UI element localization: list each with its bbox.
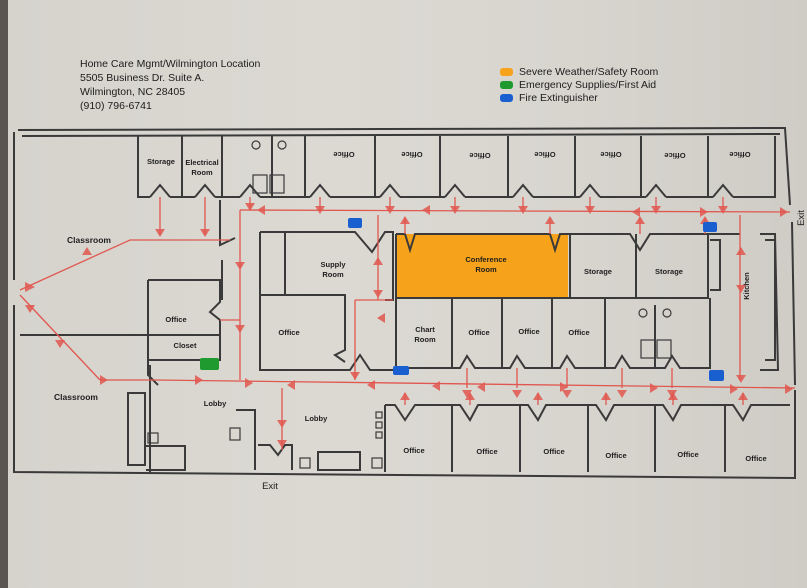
room-conference: Conference Room xyxy=(465,255,507,274)
legend-label: Fire Extinguisher xyxy=(519,91,598,104)
room-kitchen: Kitchen xyxy=(742,272,751,300)
address-line-2: Wilmington, NC 28405 xyxy=(80,86,186,98)
room-office-top-6: Office xyxy=(664,151,686,160)
legend-item-safety-room: Severe Weather/Safety Room xyxy=(500,65,658,78)
restroom-fixtures xyxy=(147,140,672,469)
legend-item-first-aid: Emergency Supplies/First Aid xyxy=(500,78,658,91)
room-office-bot-6: Office xyxy=(745,454,767,463)
room-office-left: Office xyxy=(165,315,187,324)
walls xyxy=(13,126,796,480)
legend-label: Emergency Supplies/First Aid xyxy=(519,78,657,91)
conference-room-safety-fill xyxy=(396,234,568,298)
fire-extinguisher-icon xyxy=(709,370,724,381)
orange-swatch-icon xyxy=(500,67,513,76)
fire-extinguisher-icon xyxy=(703,222,717,232)
green-swatch-icon xyxy=(500,80,513,89)
fire-extinguisher-icon xyxy=(393,366,409,375)
room-office-bot-5: Office xyxy=(677,450,699,459)
exit-label-right: Exit xyxy=(796,210,807,226)
room-office-top-5: Office xyxy=(600,150,622,159)
room-office-top-2: Office xyxy=(401,150,423,159)
room-classroom-1: Classroom xyxy=(67,235,111,245)
room-office-bot-4: Office xyxy=(605,451,627,460)
room-office-bot-2: Office xyxy=(476,447,498,456)
location-title: Home Care Mgmt/Wilmington Location xyxy=(80,58,261,70)
safety-markers xyxy=(200,218,724,381)
room-electrical: Electrical Room xyxy=(185,158,219,177)
location-header: Home Care Mgmt/Wilmington Location 5505 … xyxy=(80,57,260,113)
legend-label: Severe Weather/Safety Room xyxy=(519,65,659,78)
room-office-mid-1: Office xyxy=(468,328,490,337)
room-office-bot-3: Office xyxy=(543,447,565,456)
room-supply: Supply Room xyxy=(320,260,346,279)
room-storage-mid-2: Storage xyxy=(655,267,683,276)
room-office-top-7: Office xyxy=(729,150,751,159)
room-office-top-1: Office xyxy=(333,150,355,159)
phone-number: (910) 796-6741 xyxy=(80,100,152,112)
room-office-bot-1: Office xyxy=(403,446,425,455)
map-legend: Severe Weather/Safety Room Emergency Sup… xyxy=(500,65,658,104)
exit-label-bottom: Exit xyxy=(262,481,278,492)
room-office-top-4: Office xyxy=(534,150,556,159)
route-arrow-icons xyxy=(25,203,793,448)
room-office-mid-2: Office xyxy=(518,327,540,336)
first-aid-kit-icon xyxy=(200,358,219,370)
room-storage-mid-1: Storage xyxy=(584,267,612,276)
legend-item-extinguisher: Fire Extinguisher xyxy=(500,91,658,104)
fire-extinguisher-icon xyxy=(348,218,362,228)
room-chart: Chart Room xyxy=(414,325,436,344)
room-storage-top: Storage xyxy=(147,157,175,166)
room-office-top-3: Office xyxy=(469,151,491,160)
room-office-mid-3: Office xyxy=(568,328,590,337)
room-lobby-1: Lobby xyxy=(203,399,227,408)
room-closet: Closet xyxy=(173,341,197,350)
blue-swatch-icon xyxy=(500,93,513,102)
room-lobby-2: Lobby xyxy=(304,414,328,423)
address-line-1: 5505 Business Dr. Suite A. xyxy=(80,72,205,84)
room-office-supply: Office xyxy=(278,328,300,337)
room-classroom-2: Classroom xyxy=(54,392,98,402)
